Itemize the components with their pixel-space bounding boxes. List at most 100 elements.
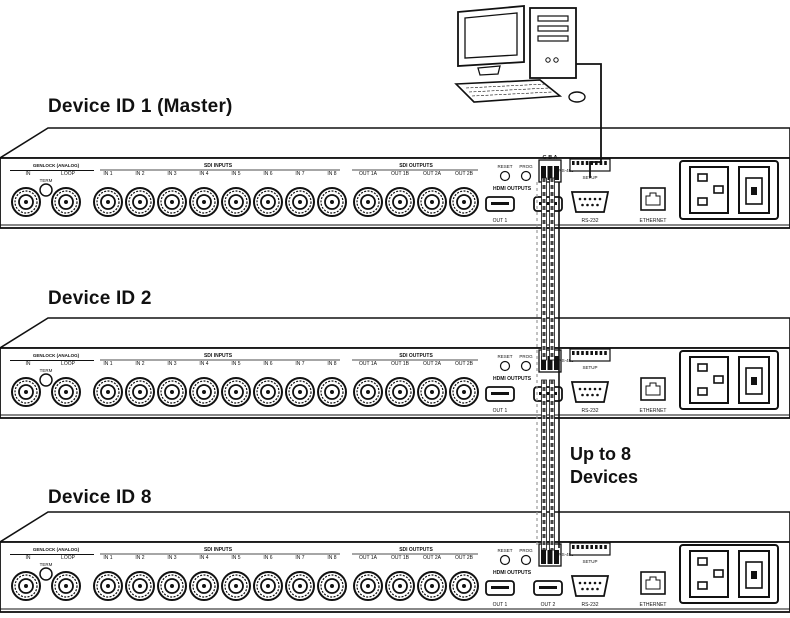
- computer-icon: [454, 5, 586, 103]
- sdi-input-label: IN 3: [167, 171, 176, 177]
- sdi-output-label: OUT 2B: [455, 361, 474, 367]
- ethernet-label: ETHERNET: [640, 218, 667, 224]
- bnc-connector-icon: [385, 571, 415, 601]
- prog-button: [520, 360, 532, 372]
- bnc-connector-icon: [449, 187, 479, 217]
- setup-switches: [569, 542, 611, 556]
- bnc-connector-icon: [285, 187, 315, 217]
- genlock-loop-label: LOOP: [61, 555, 76, 561]
- bnc-connector-icon: [157, 377, 187, 407]
- sdi-output-label: OUT 1A: [359, 171, 378, 177]
- bnc-connector-icon: [221, 571, 251, 601]
- sdi-output-label: OUT 2A: [423, 171, 442, 177]
- power-inlet-icon: [689, 166, 729, 214]
- bnc-connector-icon: [125, 571, 155, 601]
- sdi-input-label: IN 3: [167, 555, 176, 561]
- sdi-output-label: OUT 1A: [359, 555, 378, 561]
- sdi-input-label: IN 5: [231, 171, 240, 177]
- bnc-connector-icon: [11, 187, 41, 217]
- bnc-connector-icon: [93, 187, 123, 217]
- sdi-input-label: IN 4: [199, 555, 208, 561]
- prog-button: [520, 554, 532, 566]
- sdi-output-label: OUT 2B: [455, 171, 474, 177]
- bnc-connector-icon: [253, 377, 283, 407]
- note-line-2: Devices: [570, 467, 639, 487]
- rs232-label: RS-232: [582, 408, 599, 414]
- device-2-title: Device ID 2: [48, 288, 152, 309]
- bnc-connector-icon: [253, 571, 283, 601]
- bnc-connector-icon: [125, 377, 155, 407]
- sdi-input-label: IN 5: [231, 361, 240, 367]
- setup-label: SETUP: [582, 365, 597, 370]
- bnc-connector-icon: [417, 571, 447, 601]
- db9-port-icon: [570, 191, 610, 213]
- bnc-connector-icon: [189, 187, 219, 217]
- ethernet-label: ETHERNET: [640, 602, 667, 608]
- power-inlet-icon: [689, 356, 729, 404]
- device-count-note: Up to 8 Devices: [570, 443, 638, 489]
- term-button: [39, 373, 53, 387]
- bnc-connector-icon: [189, 377, 219, 407]
- prog-label: PROG: [519, 354, 533, 359]
- rs232-label: RS-232: [582, 602, 599, 608]
- sdi-input-label: IN 1: [103, 555, 112, 561]
- bnc-connector-icon: [385, 187, 415, 217]
- note-line-1: Up to 8: [570, 444, 631, 464]
- genlock-label: GENLOCK (ANALOG): [33, 163, 80, 168]
- reset-label: RESET: [497, 164, 512, 169]
- reset-label: RESET: [497, 548, 512, 553]
- prog-label: PROG: [519, 548, 533, 553]
- sdi-input-label: IN 8: [327, 171, 336, 177]
- bnc-connector-icon: [317, 571, 347, 601]
- sdi-input-label: IN 5: [231, 555, 240, 561]
- genlock-loop-label: LOOP: [61, 361, 76, 367]
- sdi-outputs-label: SDI OUTPUTS: [399, 353, 433, 359]
- setup-label: SETUP: [582, 559, 597, 564]
- device-1-title: Device ID 1 (Master): [48, 96, 233, 117]
- sdi-input-label: IN 6: [263, 171, 272, 177]
- sdi-inputs-label: SDI INPUTS: [204, 163, 233, 169]
- bnc-connector-icon: [221, 377, 251, 407]
- term-button: [39, 183, 53, 197]
- sdi-input-label: IN 2: [135, 361, 144, 367]
- term-label: TERM: [40, 178, 53, 183]
- genlock-in-label: IN: [26, 361, 31, 367]
- rj45-port-icon: [640, 377, 666, 401]
- chassis-top: [0, 127, 790, 159]
- hdmi-outputs-label: HDMI OUTPUTS: [493, 376, 532, 382]
- sdi-output-label: OUT 1B: [391, 171, 410, 177]
- rj45-port-icon: [640, 571, 666, 595]
- genlock-loop-label: LOOP: [61, 171, 76, 177]
- bnc-connector-icon: [157, 187, 187, 217]
- rj45-port-icon: [640, 187, 666, 211]
- sdi-input-label: IN 8: [327, 361, 336, 367]
- sdi-output-label: OUT 1B: [391, 361, 410, 367]
- bnc-connector-icon: [157, 571, 187, 601]
- bnc-connector-icon: [385, 377, 415, 407]
- sdi-output-label: OUT 2A: [423, 555, 442, 561]
- sdi-output-label: OUT 2A: [423, 361, 442, 367]
- bnc-connector-icon: [93, 571, 123, 601]
- sdi-inputs-label: SDI INPUTS: [204, 547, 233, 553]
- sdi-output-label: OUT 1A: [359, 361, 378, 367]
- hdmi-out-2-label: OUT 2: [541, 602, 556, 608]
- sdi-input-label: IN 4: [199, 171, 208, 177]
- db9-port-icon: [570, 575, 610, 597]
- bnc-connector-icon: [51, 187, 81, 217]
- power-switch-icon: [738, 356, 770, 404]
- chassis-top: [0, 317, 790, 349]
- sdi-inputs-label: SDI INPUTS: [204, 353, 233, 359]
- reset-button: [499, 554, 511, 566]
- sdi-input-label: IN 7: [295, 171, 304, 177]
- term-button: [39, 567, 53, 581]
- sdi-input-label: IN 7: [295, 361, 304, 367]
- bnc-connector-icon: [285, 571, 315, 601]
- prog-label: PROG: [519, 164, 533, 169]
- sdi-input-label: IN 4: [199, 361, 208, 367]
- sdi-outputs-label: SDI OUTPUTS: [399, 547, 433, 553]
- bnc-connector-icon: [285, 377, 315, 407]
- bnc-connector-icon: [317, 377, 347, 407]
- rs485-pins-label: G B A: [542, 155, 557, 161]
